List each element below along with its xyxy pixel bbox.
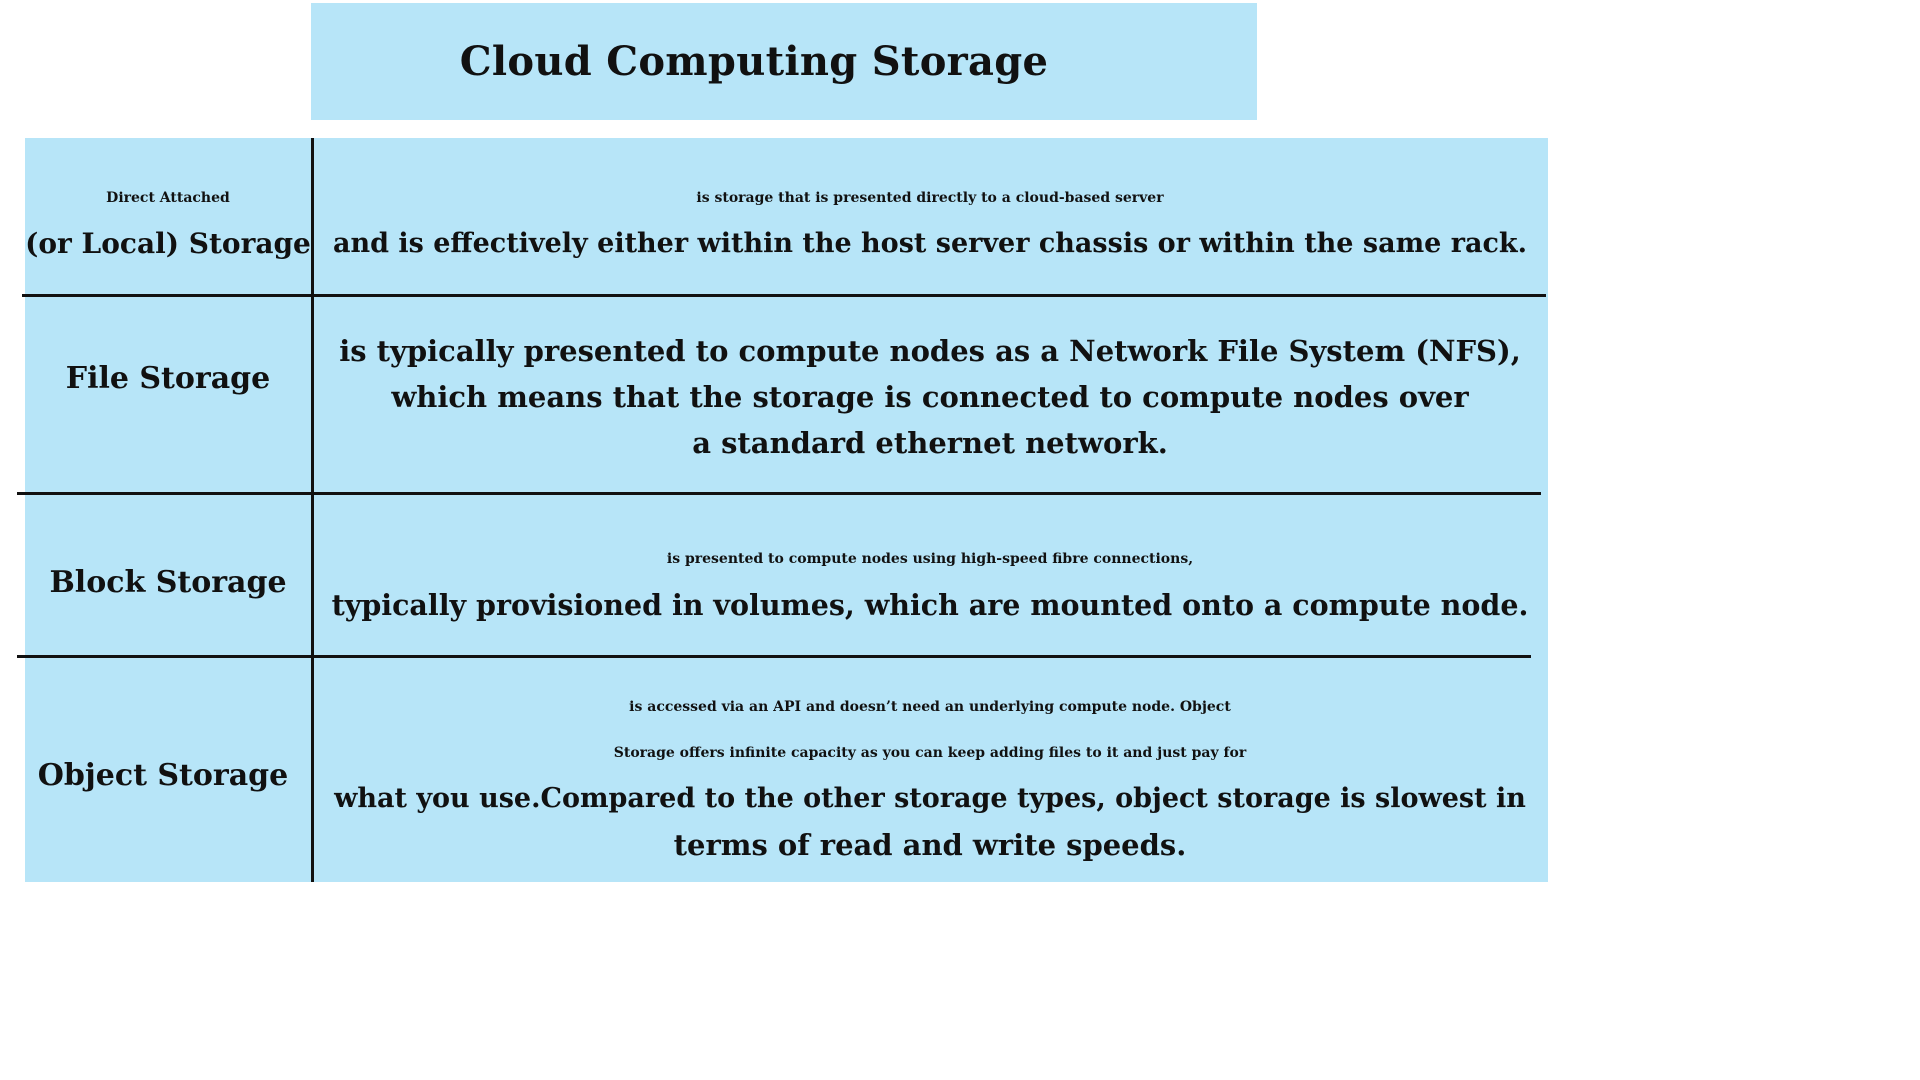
desc-direct-attached: is storage that is presented directly to… <box>330 174 1530 268</box>
desc-line: is accessed via an API and doesn’t need … <box>629 699 1231 715</box>
desc-line: typically provisioned in volumes, which … <box>331 588 1529 622</box>
desc-line: what you use.Compared to the other stora… <box>334 783 1526 814</box>
desc-line: and is effectively either within the hos… <box>332 228 1527 259</box>
term-direct-attached: Direct Attached (or Local) Storage <box>25 175 311 267</box>
desc-line: is typically presented to compute nodes … <box>339 334 1521 368</box>
column-divider <box>311 138 314 882</box>
storage-table <box>25 138 1548 882</box>
desc-file-storage: is typically presented to compute nodes … <box>330 328 1530 466</box>
diagram-title: Cloud Computing Storage <box>459 38 1049 85</box>
term-file-storage: File Storage <box>25 355 311 401</box>
desc-line: terms of read and write speeds. <box>673 828 1187 862</box>
row-divider-3 <box>17 655 1531 658</box>
row-divider-2 <box>17 492 1541 495</box>
desc-line: which means that the storage is connecte… <box>391 380 1469 414</box>
term-block-storage: Block Storage <box>25 559 311 605</box>
desc-line: a standard ethernet network. <box>692 426 1168 460</box>
term-line: Direct Attached <box>106 190 230 206</box>
diagram-page: Cloud Computing Storage Direct Attached … <box>17 3 1548 882</box>
term-object-storage: Object Storage <box>20 752 306 798</box>
term-line: Block Storage <box>49 564 287 600</box>
term-line: (or Local) Storage <box>25 227 311 260</box>
title-box: Cloud Computing Storage <box>311 3 1257 120</box>
row-divider-1 <box>22 294 1546 297</box>
desc-line: Storage offers infinite capacity as you … <box>613 745 1247 761</box>
term-line: Object Storage <box>37 757 289 793</box>
desc-object-storage: is accessed via an API and doesn’t need … <box>330 684 1530 868</box>
desc-line: is storage that is presented directly to… <box>696 190 1164 206</box>
desc-block-storage: is presented to compute nodes using high… <box>330 536 1530 628</box>
term-line: File Storage <box>65 360 271 396</box>
desc-line: is presented to compute nodes using high… <box>666 551 1194 567</box>
